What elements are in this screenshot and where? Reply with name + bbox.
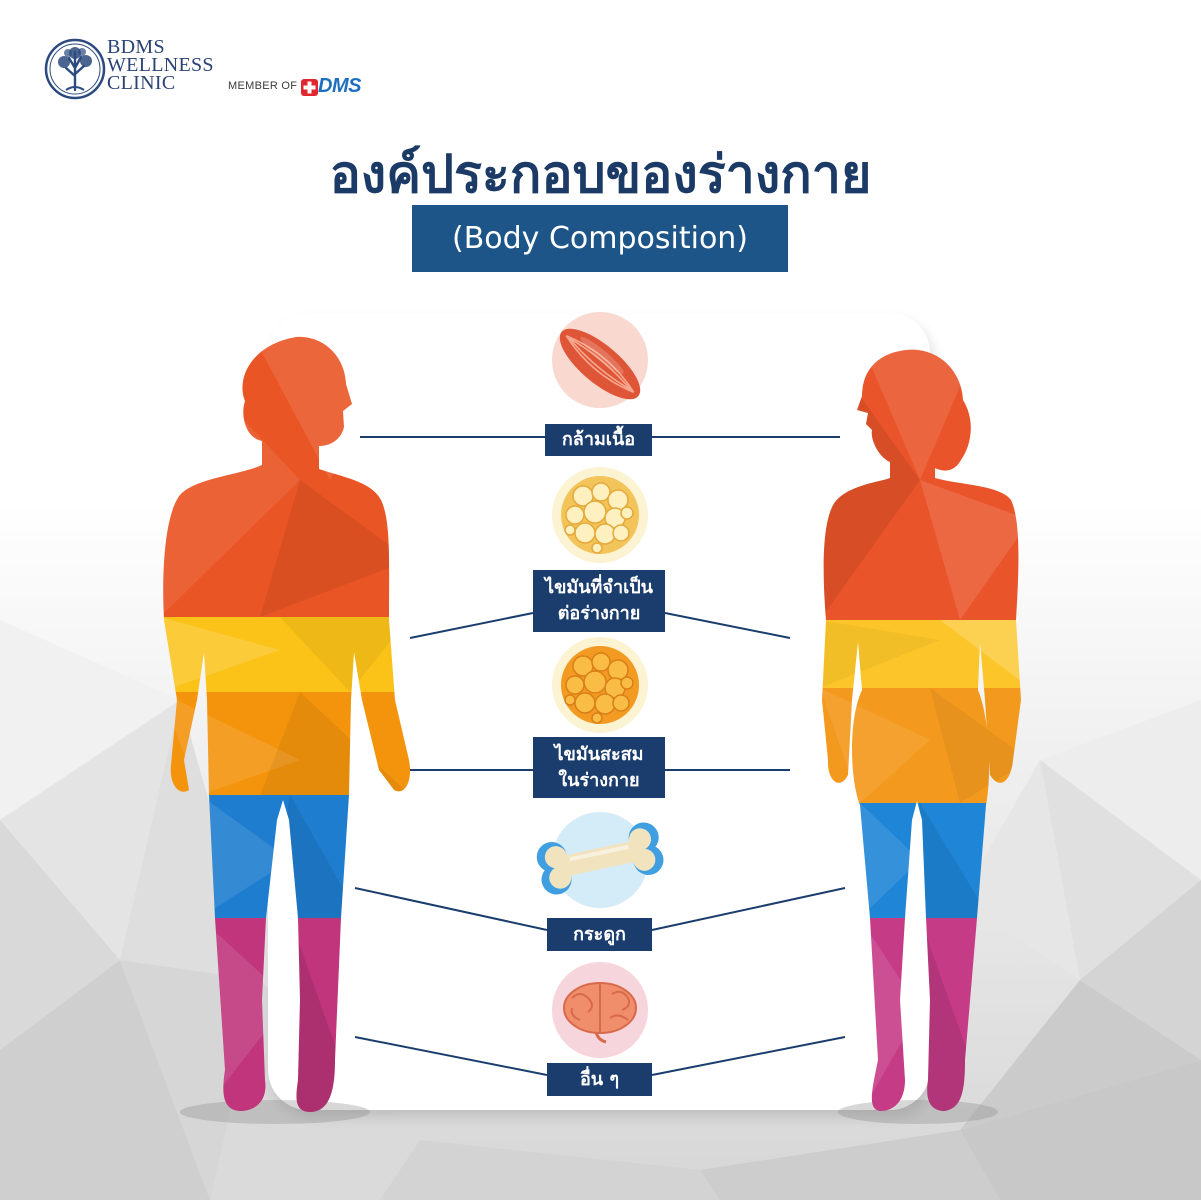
bone-knob [544,846,567,869]
clinic-logo-text: BDMS WELLNESS CLINIC [107,36,214,94]
female-floor-shadow [838,1100,998,1124]
fat-droplet [612,524,630,542]
tree-icon [44,38,106,100]
essential-fat-droplets [564,482,634,554]
facet [910,803,990,918]
bone-highlight [569,844,629,862]
brain-fold [570,1007,581,1021]
bone-knob [628,828,651,851]
facet [822,688,930,803]
fat-droplet [574,522,596,544]
facet [0,820,120,1050]
facet [163,617,280,692]
facet [280,617,410,692]
brain-fold [611,990,631,1011]
brain-icon [552,962,648,1058]
storage-fat-icon [552,637,648,733]
connector-other-left [354,1036,548,1076]
connector-other-right [651,1036,846,1076]
facet [860,349,980,480]
fat-droplet [565,505,585,525]
label-muscle: กล้ามเนื้อ [545,424,652,456]
storage-fat-droplets [564,652,634,724]
logo-line-wellness: WELLNESS [107,54,214,76]
essential-fat-icon [552,467,648,563]
muscle-fiber-line [565,335,635,394]
fat-droplet [591,542,603,554]
label-line: ต่อร่างกาย [557,603,641,624]
facet [920,480,1021,620]
label-line: อื่น ๆ [579,1068,620,1090]
fat-droplet [583,670,607,694]
brain-fold [609,1014,629,1021]
label-other: อื่น ๆ [547,1063,652,1096]
connector-essential-fat-left [409,612,534,639]
facet [960,760,1080,980]
facet [1040,700,1201,880]
fat-droplet [591,482,611,502]
facet [1080,880,1201,1060]
facet [0,620,180,820]
label-storage-fat: ไขมันสะสม ในร่างกาย [533,737,665,798]
red-cross-icon [301,79,318,96]
connector-lines [354,436,846,1076]
label-line: กระดูก [573,923,626,945]
muscle-highlight [580,336,624,374]
brain-stem [594,1031,607,1044]
facet [860,803,920,918]
label-bone: กระดูก [547,918,652,951]
bone-knob [633,848,656,871]
fat-droplet [574,692,596,714]
label-line: ไขมันสะสม [554,743,644,765]
facet [960,980,1201,1130]
logo-line-clinic: CLINIC [107,72,176,94]
facet [380,1140,720,1200]
label-essential-fat: ไขมันที่จำเป็น ต่อร่างกาย [533,570,665,632]
page-title: องค์ประกอบของร่างกาย [329,145,872,205]
facet [700,1130,1000,1200]
member-of-text: MEMBER OF [228,80,298,92]
member-brand-logo: DMS [318,75,361,97]
fat-droplet [620,676,634,690]
fat-droplet [583,500,607,524]
facet [200,795,290,918]
facet [822,620,940,688]
muscle-fiber-line [568,337,632,391]
muscle-fiber-line [568,337,632,391]
muscle-icon [552,312,648,408]
facet [940,620,1021,688]
bone-icon [536,812,664,908]
fat-droplet [564,524,576,536]
male-floor-shadow [180,1100,370,1124]
fat-droplet [612,694,630,712]
label-line: ในร่างกาย [558,769,640,791]
bone-knob [549,866,572,889]
page-subtitle: (Body Composition) [412,205,788,272]
muscle-fiber-line [565,334,635,393]
connector-bone-right [651,887,846,931]
facet [930,688,1021,803]
label-line: ไขมันที่จำเป็น [545,577,653,598]
brain-fold [571,993,593,1013]
label-line: กล้ามเนื้อ [561,429,636,450]
fat-droplet [594,523,616,545]
fat-droplet [591,712,603,724]
connector-essential-fat-right [664,612,791,639]
fat-droplet [620,506,634,520]
facet [1040,760,1201,980]
fat-droplet [594,693,616,715]
fat-droplet [565,675,585,695]
facet [260,480,410,617]
muscle-fiber-bundle [559,328,641,400]
logo-line-brand: BDMS [107,36,165,58]
fat-droplet [591,652,611,672]
facet [960,1060,1201,1200]
connector-bone-left [354,887,548,931]
facet [0,960,210,1200]
fat-droplet [564,694,576,706]
